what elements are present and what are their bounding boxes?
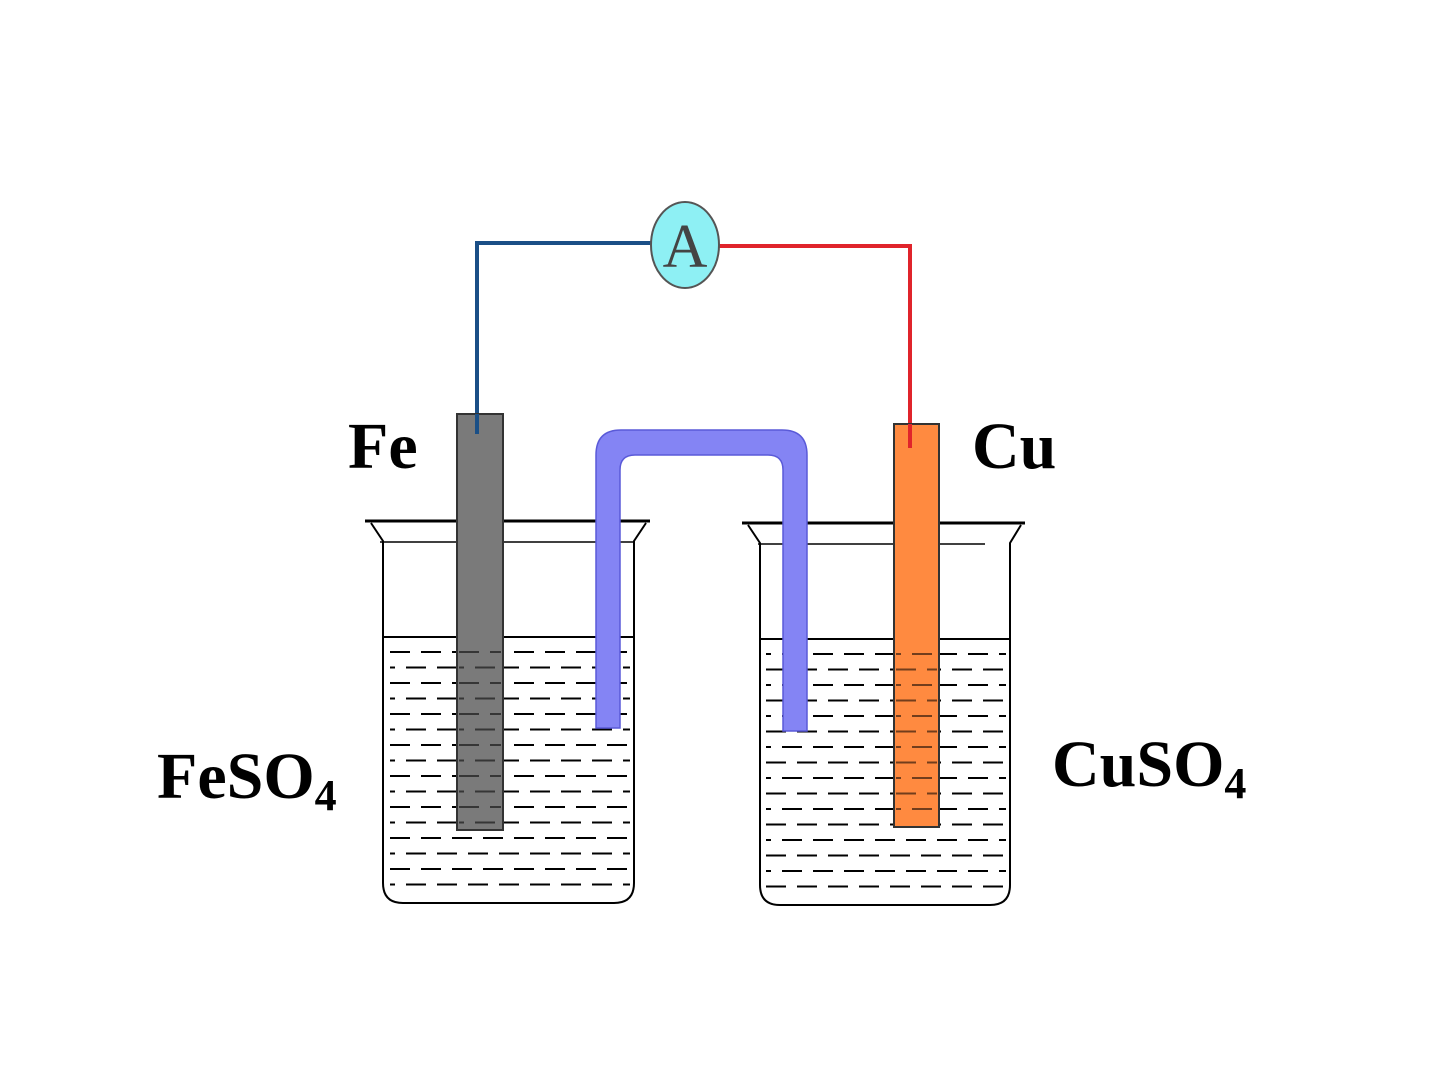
left-liquid-lines xyxy=(390,651,630,886)
wire-ammeter-to-cu xyxy=(718,244,912,446)
cuso4-label-main: CuSO xyxy=(1052,728,1224,801)
ammeter-label: A xyxy=(663,213,708,281)
cuso4-label-subscript: 4 xyxy=(1224,759,1246,808)
feso4-label-subscript: 4 xyxy=(315,771,337,820)
cuso4-label: CuSO4 xyxy=(1052,728,1246,808)
feso4-label: FeSO4 xyxy=(157,740,337,820)
left-beaker xyxy=(365,519,650,904)
left-liquid-lines-over-electrode xyxy=(459,651,501,824)
wire-fe-to-ammeter xyxy=(475,241,652,432)
ammeter: A xyxy=(650,201,720,289)
cu-label: Cu xyxy=(972,410,1056,483)
right-liquid-lines-over-electrode xyxy=(896,653,937,810)
left-beaker-outline xyxy=(370,522,647,904)
feso4-label-main: FeSO xyxy=(157,740,315,813)
right-beaker-outline xyxy=(747,524,1022,906)
cu-electrode xyxy=(893,423,940,828)
fe-label: Fe xyxy=(348,410,418,483)
salt-bridge xyxy=(595,429,808,732)
ammeter-icon xyxy=(650,201,720,289)
fe-electrode xyxy=(456,413,504,831)
